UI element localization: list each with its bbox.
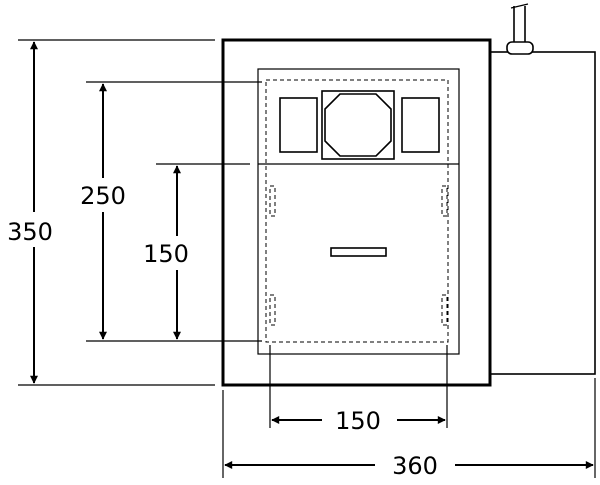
label-350: 350 — [7, 218, 53, 246]
label-250: 250 — [80, 182, 126, 210]
top-connector — [506, 3, 534, 55]
hinge-top-left — [269, 185, 276, 217]
dim-door-width: 150 — [269, 345, 448, 435]
hinge-top-right — [441, 185, 448, 217]
inner-frame — [257, 68, 460, 355]
label-150-horizontal: 150 — [335, 407, 381, 435]
hinge-bottom-left — [269, 294, 276, 326]
connector-base — [506, 41, 534, 55]
dim-door-height: 150 — [143, 163, 250, 340]
main-housing — [221, 38, 492, 387]
dim-inner-height: 250 — [80, 81, 262, 342]
dim-overall-height: 350 — [7, 39, 215, 386]
side-panel-body — [489, 51, 596, 375]
octagon-gauge — [324, 93, 392, 157]
door-handle — [330, 247, 387, 257]
left-window — [279, 97, 318, 153]
dashed-outline — [265, 79, 449, 343]
hinge-bottom-right — [441, 294, 448, 326]
center-window-frame — [321, 90, 395, 160]
dim-overall-width: 360 — [222, 378, 596, 480]
label-360: 360 — [392, 452, 438, 480]
side-panel — [489, 51, 596, 375]
label-150-vertical: 150 — [143, 240, 189, 268]
right-window — [401, 97, 440, 153]
connector-end — [510, 3, 529, 9]
